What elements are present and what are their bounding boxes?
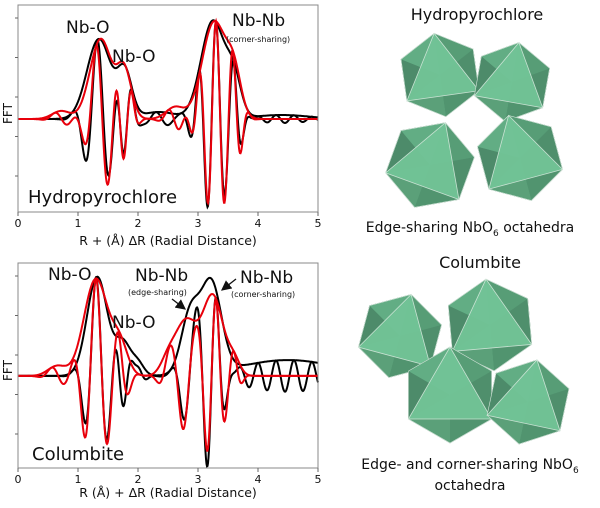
nbo6-octahedron <box>447 278 533 372</box>
nbo6-octahedron <box>477 114 564 201</box>
nbo6-octahedron <box>486 359 570 445</box>
annotation-edge-sharing: (edge-sharing) <box>128 288 187 297</box>
octahedron-front-face <box>384 121 460 201</box>
octahedron-front-face <box>407 346 493 420</box>
hydropyrochlore-structure: Hydropyrochlore Edge-sharing NbO6 octahe… <box>366 5 575 239</box>
x-axis-label: R (Å) + ΔR (Radial Distance) <box>79 485 257 500</box>
nbo6-octahedron <box>473 41 550 122</box>
red-real-part-line <box>18 17 318 206</box>
octahedron-front-face <box>488 114 564 190</box>
octahedron-front-face <box>451 278 533 352</box>
y-axis-label: FFT <box>1 359 15 381</box>
x-tick-label: 5 <box>315 473 322 486</box>
x-tick-label: 0 <box>15 473 22 486</box>
chart-title: Hydropyrochlore <box>28 187 177 208</box>
annotation-nb-nb-corner: Nb-Nb <box>240 268 293 288</box>
x-tick-label: 2 <box>135 473 142 486</box>
annotation-nb-o-1: Nb-O <box>66 18 110 38</box>
y-axis-label: FFT <box>1 102 15 124</box>
octahedron-front-face <box>406 32 480 102</box>
structure-title: Columbite <box>439 253 521 272</box>
annotation-nb-o-1: Nb-O <box>48 265 92 285</box>
black-real-part-line <box>18 276 319 468</box>
arrow-corner-sharing <box>220 278 237 291</box>
plot-frame <box>17 4 319 213</box>
structure-caption: Edge- and corner-sharing NbO6 <box>361 457 579 476</box>
annotation-nb-nb-edge: Nb-Nb <box>135 266 188 286</box>
columbite-structure: Columbite Edge- and corner-sharing NbO6 … <box>357 253 579 494</box>
annotation-nb-o-2: Nb-O <box>112 47 156 67</box>
x-tick-label: 3 <box>195 473 202 486</box>
structure-caption-line2: octahedra <box>434 478 505 494</box>
annotation-nb-o-2: Nb-O <box>112 313 156 333</box>
x-tick-label: 3 <box>195 217 202 230</box>
chart-title: Columbite <box>32 444 124 465</box>
nbo6-octahedron <box>357 293 442 378</box>
octahedron-front-face <box>473 41 544 109</box>
x-tick-label: 1 <box>75 473 82 486</box>
octahedron-front-face <box>357 293 431 367</box>
x-tick-label: 0 <box>15 217 22 230</box>
nbo6-octahedron <box>407 346 493 444</box>
annotation-nb-nb: Nb-Nb <box>232 11 285 31</box>
structure-title: Hydropyrochlore <box>411 5 544 24</box>
red-real-part-line <box>18 276 318 452</box>
x-tick-label: 1 <box>75 217 82 230</box>
columbite-fft-chart: 0 1 2 3 4 5 Nb-O Nb-O Nb-Nb (edge-sharing) Nb… <box>1 262 322 500</box>
x-axis-label: R + (Å) ΔR (Radial Distance) <box>79 233 257 248</box>
nbo6-octahedron <box>400 32 480 117</box>
octahedron-front-face <box>486 359 561 432</box>
arrow-edge-sharing <box>171 298 187 310</box>
black-real-part-line <box>18 19 319 210</box>
annotation-corner-sharing: (corner-sharing) <box>231 290 295 299</box>
x-tick-label: 5 <box>315 217 322 230</box>
annotation-corner-sharing: (corner-sharing) <box>226 35 290 44</box>
x-tick-label: 2 <box>135 217 142 230</box>
x-tick-label: 4 <box>255 217 262 230</box>
plot-frame <box>17 262 319 469</box>
structure-caption: Edge-sharing NbO6 octahedra <box>366 220 575 239</box>
nbo6-octahedron <box>384 121 475 208</box>
x-tick-label: 4 <box>255 473 262 486</box>
